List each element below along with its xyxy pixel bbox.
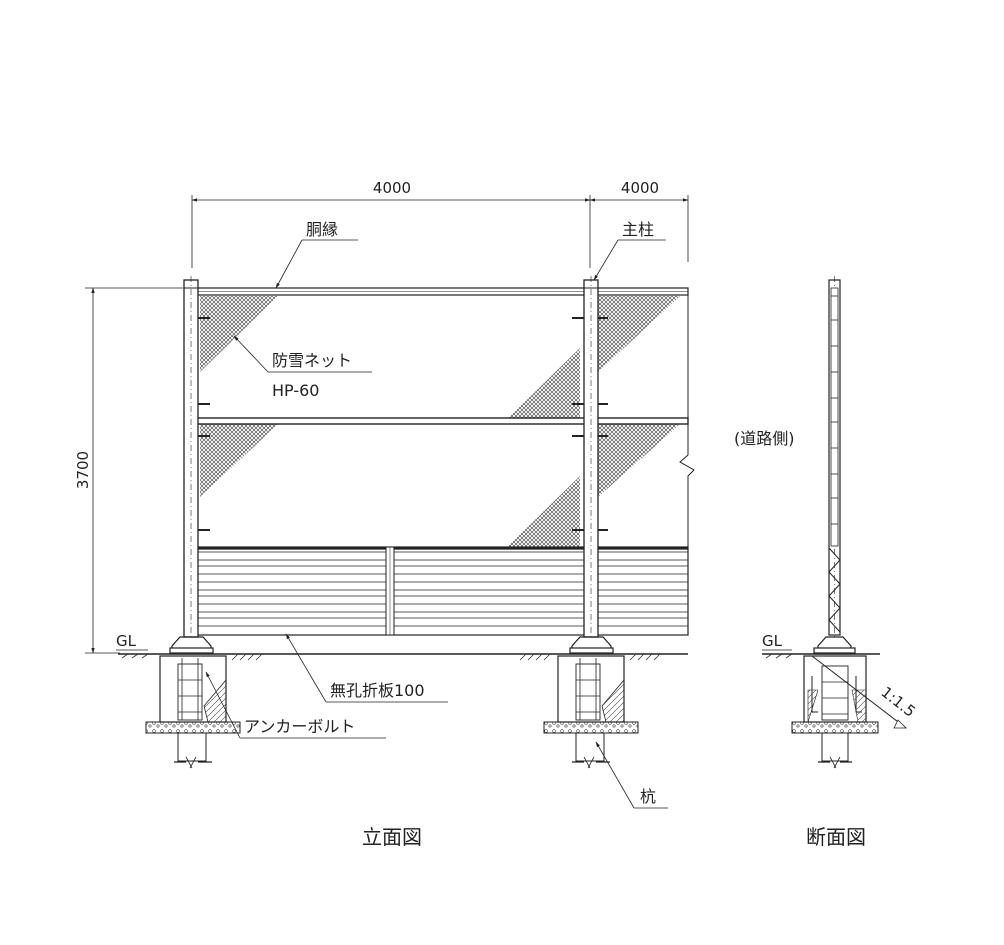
net-clips [198,317,608,531]
ground-line-elevation: GL [116,632,688,661]
beam-label: 胴縁 [306,220,338,239]
main-post-right [583,276,599,640]
dimension-span-right: 4000 [589,179,689,262]
snow-net-label: 防雪ネット [272,351,352,370]
dimension-span-main: 4000 [191,179,591,268]
snow-net-model: HP-60 [272,381,319,400]
main-post-label: 主柱 [622,220,654,239]
label-pile: 杭 [595,741,668,809]
dimension-height-value: 3700 [74,451,92,489]
gl-label-elevation: GL [116,632,137,650]
folded-panel [195,546,689,636]
panel-label: 無孔折板100 [330,681,425,700]
label-main-post: 主柱 [593,220,666,281]
dimension-span-right-value: 4000 [621,179,659,197]
label-panel: 無孔折板100 [285,633,448,703]
foundation-left [145,655,241,769]
dimension-height: 3700 [74,287,183,654]
snow-net-mesh [200,296,680,548]
section-view: GL 1:1.5 (道路側) 断面図 [734,276,919,849]
elevation-view: 4000 4000 3700 [74,179,695,849]
label-anchor-bolt: アンカーボルト [205,671,386,739]
anchor-bolt-label: アンカーボルト [244,717,355,736]
main-post-left [183,276,199,640]
label-beam: 胴縁 [275,220,358,289]
label-snow-net: 防雪ネット HP-60 [233,335,372,400]
dimension-span-main-value: 4000 [373,179,411,197]
slope-label: 1:1.5 [878,683,919,721]
road-side-label: (道路側) [734,429,795,448]
foundation-right [543,655,639,769]
base-plates [169,636,614,654]
elevation-caption: 立面図 [362,825,422,849]
pile-label: 杭 [640,787,656,806]
section-caption: 断面図 [806,825,866,849]
gl-label-section: GL [762,632,783,650]
